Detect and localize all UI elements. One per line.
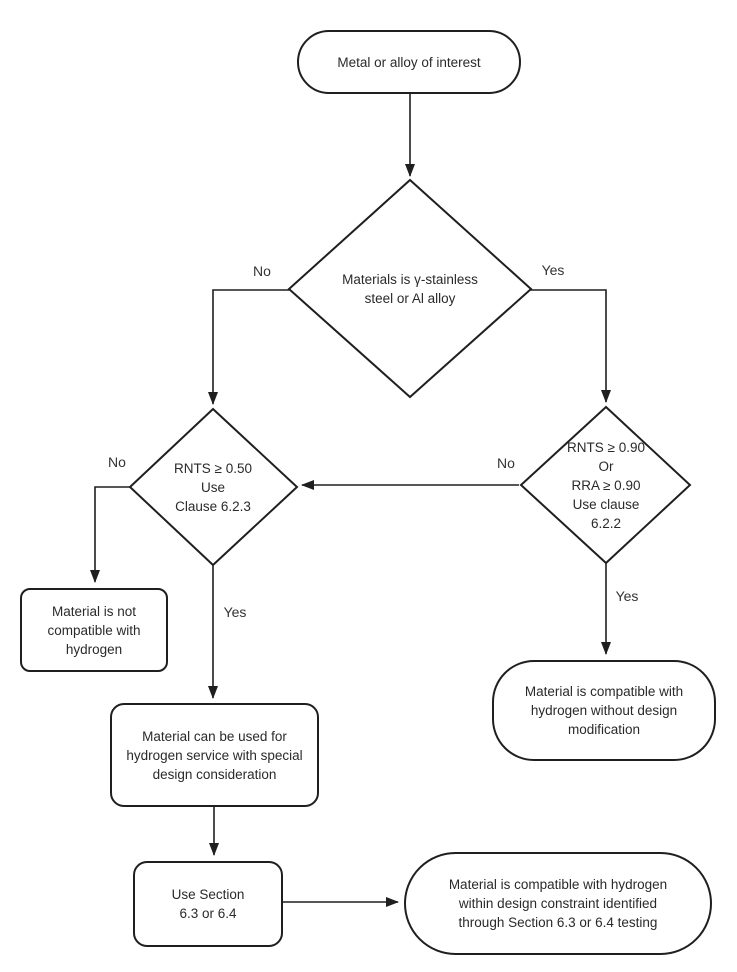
connector-material-yes (530, 289, 611, 403)
decision-rnts-090-label: RNTS ≥ 0.90 Or RRA ≥ 0.90 Use clause 6.2… (567, 440, 645, 531)
box-not-compatible: Material is not compatible with hydrogen (20, 588, 168, 672)
edge-label-rnts050-no: No (108, 454, 126, 470)
edge-label-rnts090-yes: Yes (615, 588, 639, 604)
decision-material-type-label: Materials is γ-stainless steel or Al all… (342, 272, 478, 306)
edge-label-material-yes: Yes (541, 262, 565, 278)
edge-label-material-no: No (253, 263, 271, 279)
start-terminator: Metal or alloy of interest (297, 30, 521, 94)
edge-label-rnts050-yes: Yes (223, 604, 247, 620)
connector-material-no (208, 289, 290, 405)
decision-material-type-shape (287, 178, 533, 399)
edge-label-rnts090-no: No (497, 455, 515, 471)
terminator-compatible-with-constraint: Material is compatible with hydrogen wit… (404, 852, 712, 955)
decision-rnts-050-label: RNTS ≥ 0.50 Use Clause 6.2.3 (174, 461, 252, 514)
box-use-section: Use Section 6.3 or 6.4 (133, 861, 283, 947)
box-special-design: Material can be used for hydrogen servic… (110, 703, 319, 807)
connector-rnts050-no (90, 486, 130, 583)
terminator-compatible-no-modification: Material is compatible with hydrogen wit… (492, 660, 716, 761)
